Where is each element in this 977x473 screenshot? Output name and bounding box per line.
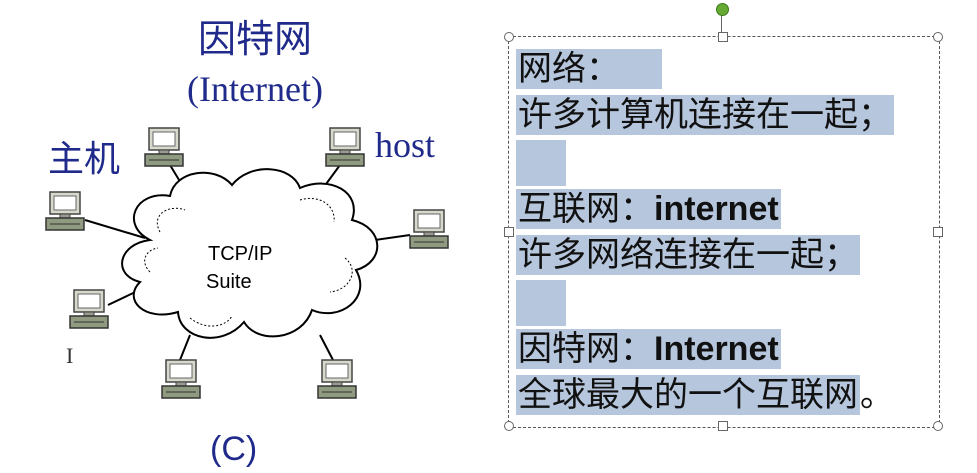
highlight-span <box>516 280 566 326</box>
resize-handle-top-right[interactable] <box>933 32 943 42</box>
cloud-label-line2: Suite <box>206 271 252 293</box>
computer-icon-bottom-center <box>161 359 201 399</box>
computer-icon-left <box>45 191 85 231</box>
cloud <box>121 168 379 339</box>
line-text-cn: 许多网络连接在一起； <box>518 235 858 275</box>
host-label-cn: 主机 <box>48 139 121 180</box>
rotate-handle-stem <box>721 12 722 36</box>
line-text-cn: 网络： <box>518 49 620 89</box>
textbox-line-3-empty[interactable] <box>516 140 566 186</box>
resize-handle-bottom-right[interactable] <box>933 421 943 431</box>
text-cursor-icon: I <box>66 343 74 368</box>
highlight-span: 互联网：internet <box>516 189 781 229</box>
resize-handle-top-left[interactable] <box>504 32 514 42</box>
resize-handle-right[interactable] <box>933 227 943 237</box>
textbox-line-2[interactable]: 许多计算机连接在一起； <box>516 92 894 138</box>
diagram-title-cn: 因特网 <box>197 17 312 61</box>
rotate-handle-icon[interactable] <box>716 3 729 16</box>
diagram-caption: (C) <box>210 430 258 468</box>
resize-handle-bottom-left[interactable] <box>504 421 514 431</box>
resize-handle-left[interactable] <box>504 227 514 237</box>
diagram-title-en: (Internet) <box>187 69 323 109</box>
textbox-line-6-empty[interactable] <box>516 280 566 326</box>
computer-icon-right <box>409 209 449 249</box>
computer-icon-bottom-left <box>69 289 109 329</box>
resize-handle-top[interactable] <box>718 32 728 42</box>
highlight-span: 因特网：Internet <box>516 329 781 369</box>
line-text-cn: 互联网： <box>518 189 654 229</box>
selected-text-box[interactable] <box>504 32 943 431</box>
network-diagram: TCP/IP Suite <box>45 127 449 399</box>
computer-icon-bottom-right <box>317 359 357 399</box>
highlight-span: 许多网络连接在一起； <box>516 235 860 275</box>
textbox-line-8[interactable]: 全球最大的一个互联网。 <box>516 372 894 418</box>
cloud-label-line1: TCP/IP <box>208 243 272 265</box>
highlight-span <box>516 140 566 186</box>
highlight-span: 全球最大的一个互联网 <box>516 375 860 415</box>
line-text-en: Internet <box>654 330 779 368</box>
line-text-cn: 许多计算机连接在一起； <box>518 95 892 135</box>
textbox-line-1[interactable]: 网络： <box>516 46 662 92</box>
computer-icon-top-right <box>325 127 365 167</box>
textbox-line-4[interactable]: 互联网：internet <box>516 186 781 232</box>
line-text-en: internet <box>654 190 779 228</box>
highlight-span: 许多计算机连接在一起； <box>516 95 894 135</box>
resize-handle-bottom[interactable] <box>718 421 728 431</box>
textbox-line-7[interactable]: 因特网：Internet <box>516 326 781 372</box>
line-text-cn: 因特网： <box>518 329 654 369</box>
computer-icon-top-left <box>144 127 184 167</box>
line-text-cn: 全球最大的一个互联网 <box>518 375 858 415</box>
textbox-line-5[interactable]: 许多网络连接在一起； <box>516 232 860 278</box>
line-text-tail: 。 <box>860 375 894 415</box>
host-label-en: host <box>375 125 436 165</box>
highlight-span: 网络： <box>516 49 662 89</box>
